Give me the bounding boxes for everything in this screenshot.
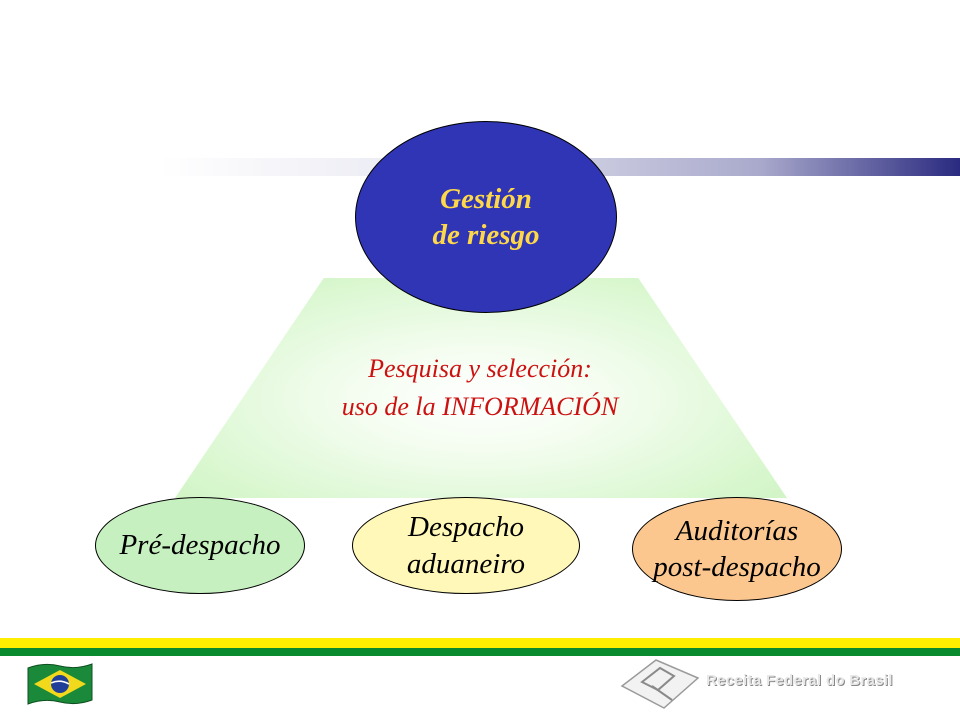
customs-clearance-label-line2: aduaneiro bbox=[406, 547, 526, 580]
customs-clearance-node: Despacho aduaneiro bbox=[352, 497, 580, 594]
brazil-flag-icon bbox=[27, 663, 93, 705]
information-usage-line1: Pesquisa y selección: bbox=[368, 354, 592, 383]
footer-green-stripe bbox=[0, 648, 960, 656]
information-usage-line2: uso de la INFORMACIÓN bbox=[341, 391, 619, 421]
post-clearance-audit-label-line2: post-despacho bbox=[653, 551, 821, 583]
risk-management-node: Gestión de riesgo bbox=[355, 121, 617, 313]
customs-clearance-label-line1: Despacho bbox=[408, 511, 524, 544]
post-clearance-audit-node: Auditorías post-despacho bbox=[632, 497, 842, 601]
post-clearance-audit-label-line1: Auditorías bbox=[675, 514, 799, 547]
receita-federal-logo-icon bbox=[620, 659, 700, 709]
footer-yellow-stripe bbox=[0, 638, 960, 648]
brand-name: Receita Federal do Brasil bbox=[706, 672, 893, 689]
pre-clearance-label: Pré-despacho bbox=[119, 529, 281, 562]
risk-management-label-line2: de riesgo bbox=[432, 219, 540, 251]
pre-clearance-node: Pré-despacho bbox=[95, 497, 305, 594]
information-usage-text: Pesquisa y selección: uso de la INFORMAC… bbox=[260, 350, 700, 425]
risk-management-label-line1: Gestión bbox=[440, 182, 532, 215]
